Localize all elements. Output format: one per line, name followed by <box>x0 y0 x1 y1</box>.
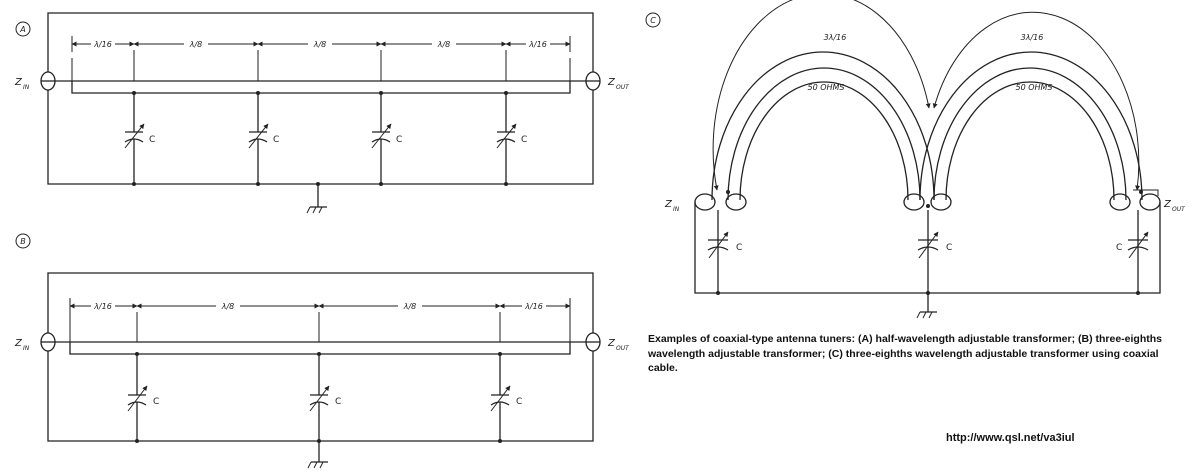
segment-label-a-2: λ/8 <box>189 40 203 49</box>
segment-label-b-4: λ/16 <box>524 302 543 311</box>
segment-label-b-3: λ/8 <box>403 302 417 311</box>
coax-line-a <box>55 58 586 94</box>
svg-text:A: A <box>19 25 25 34</box>
capacitor-c-1 <box>707 231 729 259</box>
capacitor-c-3 <box>1127 231 1149 259</box>
capacitor-b-3 <box>490 352 511 443</box>
svg-text:Z: Z <box>664 199 673 210</box>
source-url: http://www.qsl.net/va3iul <box>946 432 1075 444</box>
input-impedance-label-a: Z IN <box>14 77 30 91</box>
segment-label-a-5: λ/16 <box>528 40 547 49</box>
svg-text:Z: Z <box>607 338 616 349</box>
segment-label-b-2: λ/8 <box>221 302 235 311</box>
arc-length-label-1: 3λ/16 <box>824 33 847 42</box>
arc-length-label-2: 3λ/16 <box>1021 33 1044 42</box>
segment-label-a-3: λ/8 <box>313 40 327 49</box>
capacitor-a-1 <box>124 91 145 186</box>
segment-label-b-1: λ/16 <box>93 302 112 311</box>
capacitor-label-c-3: C <box>1116 243 1122 253</box>
ground-icon <box>307 441 328 469</box>
capacitor-label-a-2: C <box>273 135 279 145</box>
svg-text:IN: IN <box>673 206 680 213</box>
capacitor-label-a-1: C <box>149 135 155 145</box>
segment-label-a-4: λ/8 <box>437 40 451 49</box>
capacitor-label-b-2: C <box>335 397 341 407</box>
svg-text:Z: Z <box>14 77 23 88</box>
svg-text:Z: Z <box>14 338 23 349</box>
capacitor-label-c-1: C <box>736 243 742 253</box>
bottom-bus-c <box>694 190 1161 295</box>
capacitor-a-3 <box>371 91 392 186</box>
svg-text:OUT: OUT <box>1172 206 1186 213</box>
output-impedance-label-c: Z OUT <box>1163 199 1186 213</box>
output-connector-c <box>1109 189 1161 211</box>
shield-loop-a <box>47 12 594 185</box>
middle-junction-c <box>903 193 952 211</box>
capacitor-b-1 <box>127 352 148 443</box>
svg-text:B: B <box>20 237 26 246</box>
output-connector-b <box>585 332 601 352</box>
figure-caption: Examples of coaxial-type antenna tuners:… <box>648 333 1163 374</box>
capacitor-label-b-3: C <box>516 397 522 407</box>
capacitor-b-2 <box>309 352 330 443</box>
impedance-label-1: 50 OHMS <box>807 83 844 92</box>
svg-text:IN: IN <box>23 345 30 352</box>
capacitor-a-4 <box>496 91 517 186</box>
coax-arc-2 <box>919 11 1143 201</box>
svg-text:OUT: OUT <box>616 345 630 352</box>
capacitor-c-2 <box>917 231 939 259</box>
shield-loop-b <box>47 272 594 442</box>
output-impedance-label-a: Z OUT <box>607 77 630 91</box>
segment-label-a-1: λ/16 <box>93 40 112 49</box>
input-connector-b <box>40 332 56 352</box>
diagram-a: A <box>14 12 630 214</box>
coax-line-b <box>55 312 586 355</box>
panel-label-b: B <box>15 233 31 249</box>
input-impedance-label-b: Z IN <box>14 338 30 352</box>
capacitor-label-c-2: C <box>946 243 952 253</box>
input-impedance-label-c: Z IN <box>664 199 680 213</box>
capacitor-label-a-3: C <box>396 135 402 145</box>
input-connector-a <box>40 71 56 91</box>
output-impedance-label-b: Z OUT <box>607 338 630 352</box>
svg-text:C: C <box>650 16 656 25</box>
output-connector-a <box>585 71 601 91</box>
svg-text:IN: IN <box>23 84 30 91</box>
coax-arc-1 <box>711 0 935 201</box>
svg-text:Z: Z <box>1163 199 1172 210</box>
ground-icon <box>306 182 327 214</box>
diagram-c: C 3λ/16 3λ/16 50 OHMS 50 OHMS <box>645 0 1186 319</box>
panel-label-c: C <box>645 12 661 28</box>
input-connector-c <box>694 193 747 211</box>
capacitor-label-a-4: C <box>521 135 527 145</box>
capacitor-a-2 <box>248 91 269 186</box>
svg-text:Z: Z <box>607 77 616 88</box>
dimension-arrows-a: λ/16 λ/8 λ/8 λ/8 λ/16 <box>71 36 571 81</box>
ground-icon <box>916 293 937 319</box>
impedance-label-2: 50 OHMS <box>1015 83 1052 92</box>
svg-text:OUT: OUT <box>616 84 630 91</box>
dimension-arrows-b: λ/16 λ/8 λ/8 λ/16 <box>69 298 571 342</box>
panel-label-a: A <box>15 21 31 37</box>
diagram-b: B <box>14 233 630 469</box>
capacitor-label-b-1: C <box>153 397 159 407</box>
